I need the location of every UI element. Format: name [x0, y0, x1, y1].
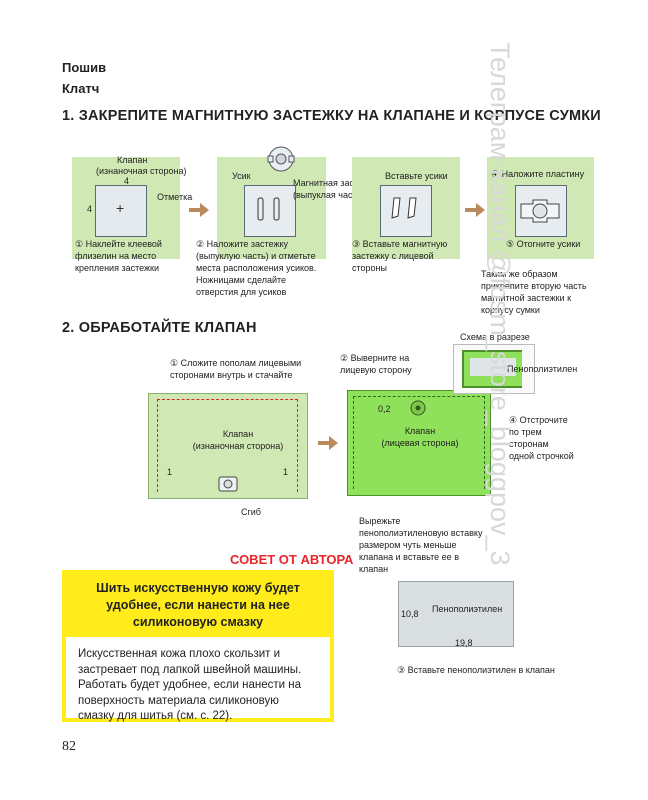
flap-square-2 — [244, 185, 296, 237]
arrow-right-icon — [465, 203, 485, 222]
tip-title: Шить искусственную кожу будет удобнее, е… — [66, 574, 330, 637]
panel4-label-plate: ④ Наложите пластину — [491, 169, 585, 179]
panel2-label-clasp-part: (выпуклая часть) — [293, 190, 365, 200]
section-title: Схема в разрезе — [460, 332, 530, 342]
panel1-label-mark: Отметка — [157, 192, 193, 202]
panel2-caption: ② Наложите застежку (выпуклую часть) и о… — [196, 239, 317, 297]
prong-slots-icon — [256, 196, 282, 229]
panel3-label-insert: Вставьте усики — [385, 171, 448, 181]
magnetic-clasp-icon — [265, 143, 297, 180]
interfacing-square — [95, 185, 147, 237]
mark-cross-icon: + — [116, 200, 125, 216]
panel2-label-prong: Усик — [232, 171, 251, 181]
inserted-prongs-icon — [388, 194, 420, 229]
left-dim-right: 1 — [283, 467, 289, 477]
left-dim-left: 1 — [167, 467, 173, 477]
foam-label: Пенополиэтилен — [432, 604, 503, 614]
foam-dim-h: 10,8 — [401, 609, 419, 619]
tip-box: Шить искусственную кожу будет удобнее, е… — [62, 570, 334, 722]
foam-caption-insert: ③ Вставьте пенополиэтилен в клапан — [397, 665, 555, 675]
panel2-label-clasp: Магнитная застежка — [293, 178, 379, 188]
stitch-line — [157, 399, 298, 492]
panel1-label-flap: Клапан — [117, 155, 148, 165]
panel1-dim-top: 4 — [124, 176, 130, 186]
right-dim-02: 0,2 — [378, 404, 391, 414]
foam-insert — [398, 581, 514, 647]
panel1-label-side: (изнаночная сторона) — [96, 166, 187, 176]
right-caption-turn: ② Выверните на лицевую сторону — [340, 353, 412, 375]
panel4-caption: ⑤ Отогните усики — [506, 239, 581, 249]
item-heading: Клатч — [62, 81, 100, 96]
panel1-dim-left: 4 — [87, 204, 93, 214]
flap-square-3 — [380, 185, 432, 237]
step2-title: 2. ОБРАБОТАЙТЕ КЛАПАН — [62, 320, 257, 336]
foam-caption-cut: Вырежьте пенополиэтиленовую вставку разм… — [359, 516, 483, 574]
cross-section-foam — [470, 358, 516, 376]
topstitch-line — [353, 396, 485, 489]
panel3-caption: ③ Вставьте магнитную застежку с лицевой … — [352, 239, 448, 273]
step1-title: 1. ЗАКРЕПИТЕ МАГНИТНУЮ ЗАСТЕЖКУ НА КЛАПА… — [62, 108, 601, 124]
tip-body: Искусственная кожа плохо скользит и заст… — [78, 648, 302, 722]
panel1-caption: ① Наклейте клеевой флизелин на место кре… — [75, 239, 162, 273]
left-label-fold: Сгиб — [241, 507, 261, 517]
arrow-right-icon — [189, 203, 209, 222]
page-number: 82 — [62, 739, 76, 754]
left-label-flap: Клапан — [222, 429, 254, 439]
section-label: Пенополиэтилен — [507, 364, 578, 374]
tip-label: СОВЕТ ОТ АВТОРА — [230, 552, 354, 567]
watermark-text: Телеграм-канал @fbsm_store_bloggpov_3 — [485, 42, 515, 566]
arrow-right-icon — [318, 436, 338, 455]
clasp-fold-icon — [217, 475, 239, 498]
section-heading: Пошив — [62, 60, 107, 75]
right-label-side: (лицевая сторона) — [381, 438, 459, 448]
step1-note: Таким же образом прикрепите вторую часть… — [481, 269, 587, 315]
foam-dim-w: 19,8 — [455, 638, 473, 648]
magnet-circle-icon — [408, 398, 428, 423]
left-label-side: (изнаночная сторона) — [192, 441, 284, 451]
right-caption-stitch: ④ Отстрочите по трем сторонам одной стро… — [509, 415, 574, 461]
clasp-plate-icon — [515, 196, 565, 231]
right-label-flap: Клапан — [404, 426, 436, 436]
step2-left-caption: ① Сложите пополам лицевыми сторонами вну… — [170, 358, 302, 380]
